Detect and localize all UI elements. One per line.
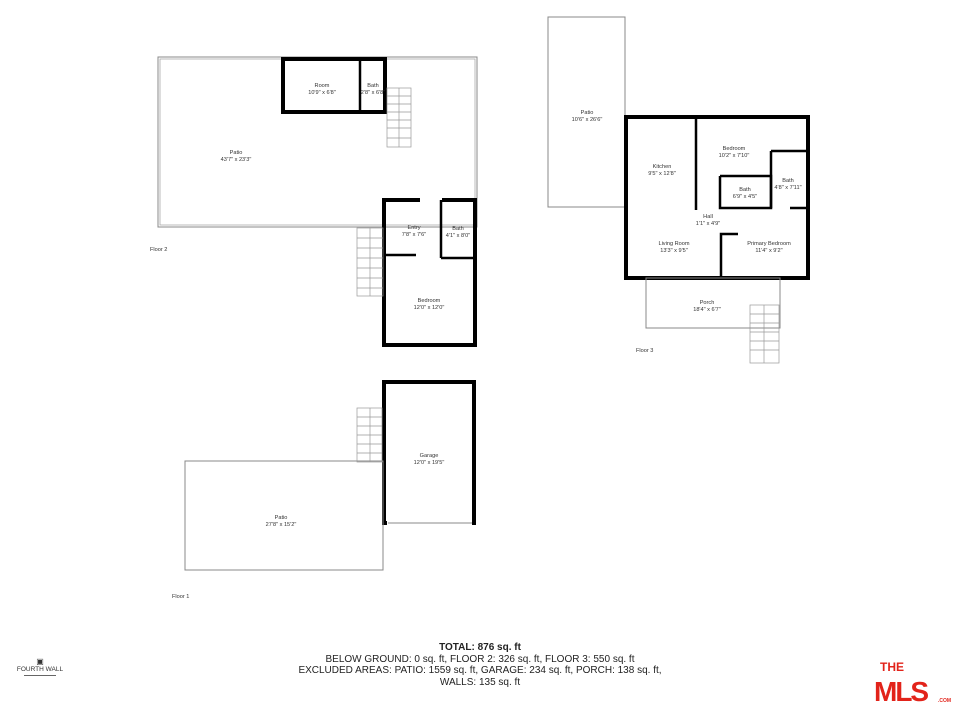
mls-logo: THE MLS .COM bbox=[872, 658, 956, 711]
room-size: 1'1" x 4'9" bbox=[696, 221, 720, 227]
excluded-areas: EXCLUDED AREAS: PATIO: 1559 sq. ft, GARA… bbox=[298, 665, 662, 676]
room-size: 2'8" x 6'8" bbox=[361, 90, 385, 96]
stairs bbox=[749, 304, 780, 364]
room-name: Patio bbox=[230, 150, 243, 156]
room-size: 10'6" x 26'6" bbox=[572, 117, 603, 123]
floor-label: Floor 1 bbox=[172, 594, 189, 600]
room-name: Bath bbox=[782, 178, 794, 184]
room-size: 12'0" x 19'5" bbox=[414, 460, 445, 466]
room-name: Bath bbox=[367, 83, 379, 89]
room-size: 4'8" x 7'11" bbox=[774, 185, 801, 191]
floor-2: Floor 2 Room 10'9" x 6'8" Bath 2'8" x 6'… bbox=[150, 56, 478, 347]
room-name: Patio bbox=[275, 515, 288, 521]
room-walls bbox=[281, 57, 387, 114]
room-name: Patio bbox=[581, 110, 594, 116]
room-name: Bath bbox=[739, 187, 751, 193]
room-name: Living Room bbox=[658, 241, 689, 247]
room-name: Bedroom bbox=[723, 146, 746, 152]
room-name: Garage bbox=[420, 453, 439, 459]
patio-outline bbox=[184, 460, 384, 571]
room-size: 11'4" x 9'2" bbox=[755, 248, 782, 254]
room-name: Entry bbox=[407, 225, 420, 231]
room-size: 10'9" x 6'8" bbox=[308, 90, 336, 96]
floor-1: Floor 1 Garage 12'0" x 19'5" Patio 27'8"… bbox=[172, 380, 476, 600]
floor-3: Floor 3 Patio 10'6" x 26'6" Kitchen 9'5"… bbox=[547, 16, 810, 364]
svg-text:THE: THE bbox=[880, 660, 904, 674]
room-name: Porch bbox=[700, 300, 715, 306]
room-size: 43'7" x 23'3" bbox=[221, 157, 252, 163]
svg-text:.COM: .COM bbox=[938, 698, 951, 704]
room-name: Kitchen bbox=[653, 164, 672, 170]
room-size: 9'5" x 12'8" bbox=[648, 171, 676, 177]
stairs bbox=[356, 407, 383, 463]
mls-logo-mark: THE MLS .COM bbox=[874, 660, 951, 707]
floor-label: Floor 3 bbox=[636, 348, 653, 354]
garage-walls bbox=[382, 380, 476, 525]
room-size: 4'1" x 8'0" bbox=[446, 233, 470, 239]
room-size: 7'8" x 7'6" bbox=[402, 232, 426, 238]
walls-area: WALLS: 135 sq. ft bbox=[439, 676, 521, 688]
stairs bbox=[356, 227, 384, 297]
room-name: Bedroom bbox=[418, 298, 441, 304]
fourth-wall-text: FOURTH WALL bbox=[16, 666, 64, 673]
interior-wall bbox=[719, 232, 738, 278]
room-name: Hall bbox=[703, 214, 713, 220]
stairs bbox=[386, 87, 412, 148]
room-size: 27'8" x 15'2" bbox=[266, 522, 297, 528]
porch-outline bbox=[645, 277, 781, 329]
total-area: TOTAL: 876 sq. ft bbox=[439, 642, 521, 653]
camera-icon: ▣ bbox=[36, 657, 44, 666]
area-breakdown: BELOW GROUND: 0 sq. ft, FLOOR 2: 326 sq.… bbox=[325, 653, 635, 665]
area-summary: TOTAL: 876 sq. ft BELOW GROUND: 0 sq. ft… bbox=[0, 642, 960, 688]
room-name: Primary Bedroom bbox=[747, 241, 791, 247]
room-size: 10'2" x 7'10" bbox=[719, 153, 750, 159]
room-size: 12'0" x 12'0" bbox=[414, 305, 445, 311]
svg-text:MLS: MLS bbox=[874, 676, 928, 706]
room-name: Bath bbox=[452, 226, 464, 232]
unit-walls bbox=[382, 198, 477, 347]
room-name: Room bbox=[315, 83, 330, 89]
patio-outline bbox=[547, 16, 626, 208]
room-size: 6'9" x 4'5" bbox=[733, 194, 757, 200]
room-size: 18'4" x 6'7" bbox=[693, 307, 721, 313]
interior-wall bbox=[718, 174, 773, 210]
room-size: 13'3" x 9'5" bbox=[660, 248, 688, 254]
fourth-wall-logo: ▣ FOURTH WALL bbox=[14, 657, 66, 676]
floor-label: Floor 2 bbox=[150, 247, 167, 253]
logo-underline bbox=[24, 675, 56, 676]
